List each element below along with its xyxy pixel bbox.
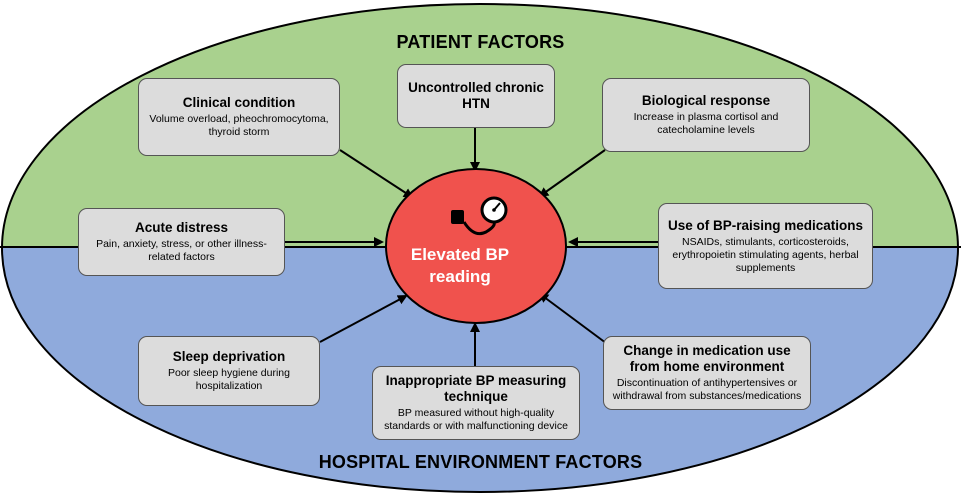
center-label-line2: reading bbox=[429, 267, 491, 286]
arrow-sleep-deprivation bbox=[319, 295, 408, 343]
chronic-htn-box: Uncontrolled chronic HTN bbox=[397, 64, 555, 128]
outer-ellipse bbox=[1, 3, 959, 493]
bp-medications-detail: NSAIDs, stimulants, corticosteroids, ery… bbox=[672, 235, 859, 274]
acute-distress-box: Acute distress Pain, anxiety, stress, or… bbox=[78, 208, 285, 276]
measuring-technique-box: Inappropriate BP measuring technique BP … bbox=[372, 366, 580, 440]
measuring-technique-detail: BP measured without high-quality standar… bbox=[384, 407, 568, 432]
medication-change-box: Change in medication use from home envir… bbox=[603, 336, 811, 410]
arrow-clinical-condition bbox=[339, 149, 414, 199]
clinical-condition-box: Clinical condition Volume overload, pheo… bbox=[138, 78, 340, 156]
arrow-medication-change bbox=[538, 292, 611, 347]
medication-change-detail: Discontinuation of antihypertensives or … bbox=[612, 377, 802, 402]
sleep-deprivation-title: Sleep deprivation bbox=[172, 349, 286, 364]
clinical-condition-title: Clinical condition bbox=[182, 95, 296, 110]
chronic-htn-title: Uncontrolled chronic HTN bbox=[408, 80, 544, 111]
biological-response-detail: Increase in plasma cortisol and catechol… bbox=[633, 111, 779, 136]
sleep-deprivation-detail: Poor sleep hygiene during hospitalizatio… bbox=[167, 367, 290, 392]
acute-distress-title: Acute distress bbox=[134, 220, 229, 235]
bp-medications-title: Use of BP-raising medications bbox=[667, 217, 864, 233]
center-label: Elevated BP reading bbox=[385, 244, 535, 288]
clinical-condition-detail: Volume overload, pheochromocytoma, thyro… bbox=[149, 113, 329, 138]
blood-pressure-gauge-icon bbox=[451, 196, 508, 236]
center-label-line1: Elevated BP bbox=[410, 245, 510, 264]
acute-distress-detail: Pain, anxiety, stress, or other illness-… bbox=[96, 238, 267, 263]
sleep-deprivation-box: Sleep deprivation Poor sleep hygiene dur… bbox=[138, 336, 320, 406]
hospital-environment-title: HOSPITAL ENVIRONMENT FACTORS bbox=[318, 452, 643, 472]
patient-factors-title: PATIENT FACTORS bbox=[396, 32, 565, 52]
biological-response-title: Biological response bbox=[641, 93, 771, 108]
medication-change-title: Change in medication use from home envir… bbox=[623, 343, 791, 374]
bp-medications-box: Use of BP-raising medications NSAIDs, st… bbox=[658, 203, 873, 289]
measuring-technique-title: Inappropriate BP measuring technique bbox=[385, 373, 567, 404]
elevated-bp-center bbox=[385, 168, 567, 324]
arrow-biological-response bbox=[538, 149, 606, 198]
biological-response-box: Biological response Increase in plasma c… bbox=[602, 78, 810, 152]
